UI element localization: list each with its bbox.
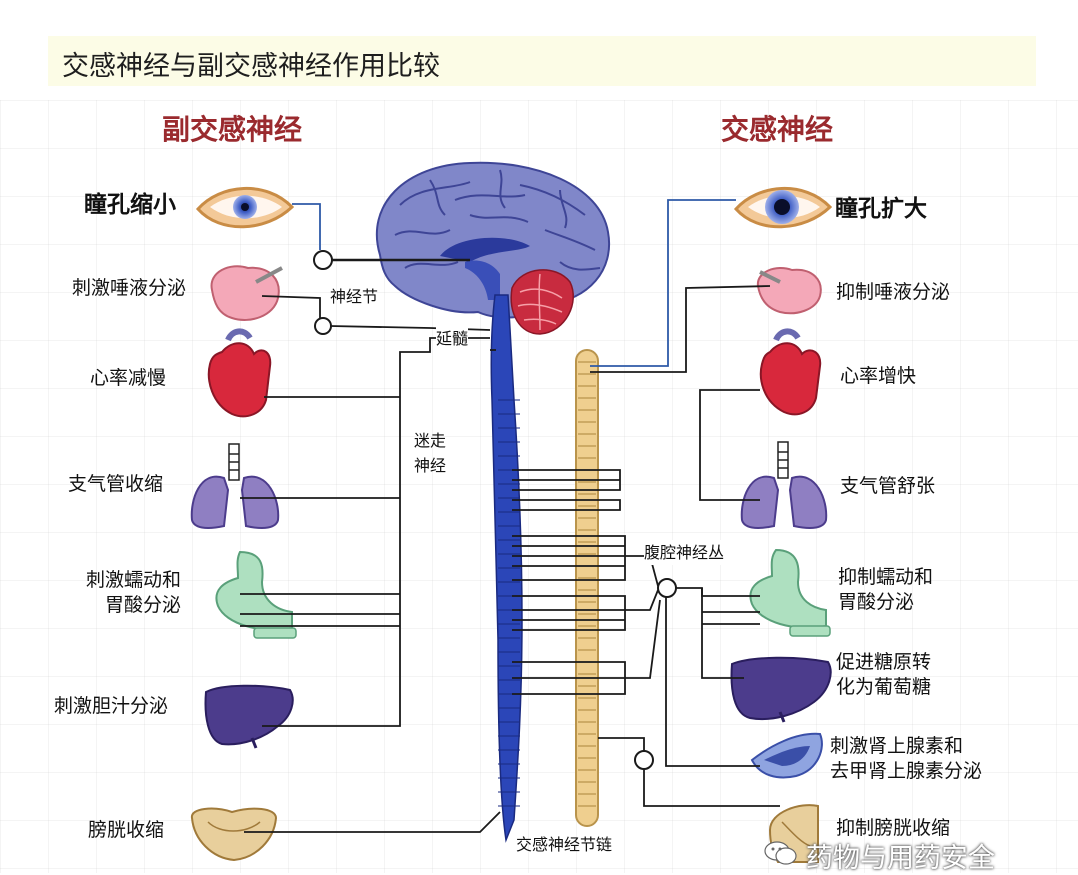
right-heart-icon: [759, 328, 822, 416]
label-bronchi-constrict: 支气管收缩: [68, 473, 164, 495]
label-stomach-inhibit: 抑制蠕动和 胃酸分泌: [838, 565, 933, 615]
label-adrenal: 刺激肾上腺素和 去甲肾上腺素分泌: [830, 734, 982, 784]
sympathetic-heading: 交感神经: [721, 113, 834, 146]
wechat-icon: [764, 841, 797, 865]
sympathetic-chain-icon: [575, 349, 599, 827]
label-stomach-inhibit-line2: 胃酸分泌: [838, 591, 915, 613]
label-stomach-stimulate-line1: 刺激蠕动和: [86, 569, 182, 591]
brain-icon: [375, 161, 611, 319]
parasympathetic-heading: 副交感神经: [162, 113, 303, 146]
label-celiac-plexus: 腹腔神经丛: [644, 540, 725, 565]
label-adrenal-line2: 去甲肾上腺素分泌: [830, 760, 983, 782]
celiac-ganglion-icon: [657, 578, 677, 598]
label-stomach-stimulate-line2: 胃酸分泌: [105, 594, 182, 616]
title-bar: 交感神经与副交感神经作用比较: [48, 36, 1036, 86]
ganglion-salivary-icon: [314, 317, 332, 335]
label-ganglion: 神经节: [330, 287, 379, 306]
left-eye-icon: [196, 186, 295, 229]
label-bladder-contract: 膀胱收缩: [88, 819, 165, 841]
label-saliva-stimulate: 刺激唾液分泌: [72, 277, 187, 299]
label-glycogen-line2: 化为葡萄糖: [836, 676, 932, 698]
label-bladder-inhibit: 抑制膀胱收缩: [836, 817, 951, 839]
label-sympathetic-chain: 交感神经节链: [516, 835, 613, 854]
label-medulla: 延髓: [436, 326, 469, 351]
right-liver-icon: [730, 656, 832, 723]
right-stomach-icon: [749, 548, 831, 637]
left-stomach-icon: [215, 550, 297, 639]
right-salivary-gland-icon: [756, 267, 822, 315]
label-heart-slow: 心率减慢: [90, 367, 167, 389]
left-lungs-icon: [190, 443, 280, 529]
label-heart-fast: 心率增快: [840, 365, 917, 387]
label-glycogen-line1: 促进糖原转: [836, 651, 932, 673]
right-lungs-icon: [740, 441, 828, 529]
left-liver-icon: [204, 684, 294, 749]
label-pupil-dilate: 瞳孔扩大: [835, 196, 927, 222]
label-saliva-inhibit: 抑制唾液分泌: [836, 281, 951, 303]
watermark-text: 药物与用药安全: [806, 843, 995, 874]
label-vagus-line1: 迷走: [414, 431, 447, 450]
label-stomach-inhibit-line1: 抑制蠕动和: [838, 566, 934, 588]
label-adrenal-line1: 刺激肾上腺素和: [830, 735, 964, 757]
page-title: 交感神经与副交感神经作用比较: [62, 51, 440, 82]
label-stomach-stimulate: 刺激蠕动和 胃酸分泌: [86, 568, 181, 618]
spinal-cord-icon: [490, 294, 523, 843]
left-bladder-icon: [191, 807, 278, 862]
label-bile-stimulate: 刺激胆汁分泌: [54, 695, 169, 717]
label-bronchi-dilate: 支气管舒张: [840, 475, 936, 497]
label-glycogen: 促进糖原转 化为葡萄糖: [836, 650, 931, 700]
right-adrenal-gland-icon: [750, 732, 823, 779]
lower-ganglion-icon: [634, 750, 654, 770]
label-vagus-line2: 神经: [414, 456, 447, 475]
left-salivary-gland-icon: [210, 265, 283, 321]
right-eye-icon: [734, 186, 833, 229]
label-pupil-constrict: 瞳孔缩小: [84, 192, 176, 218]
ganglion-top-icon: [313, 250, 333, 270]
left-heart-icon: [207, 328, 272, 418]
cerebellum-icon: [510, 269, 574, 335]
watermark: 药物与用药安全: [764, 836, 1054, 874]
label-vagus: 迷走 神经: [414, 428, 446, 478]
